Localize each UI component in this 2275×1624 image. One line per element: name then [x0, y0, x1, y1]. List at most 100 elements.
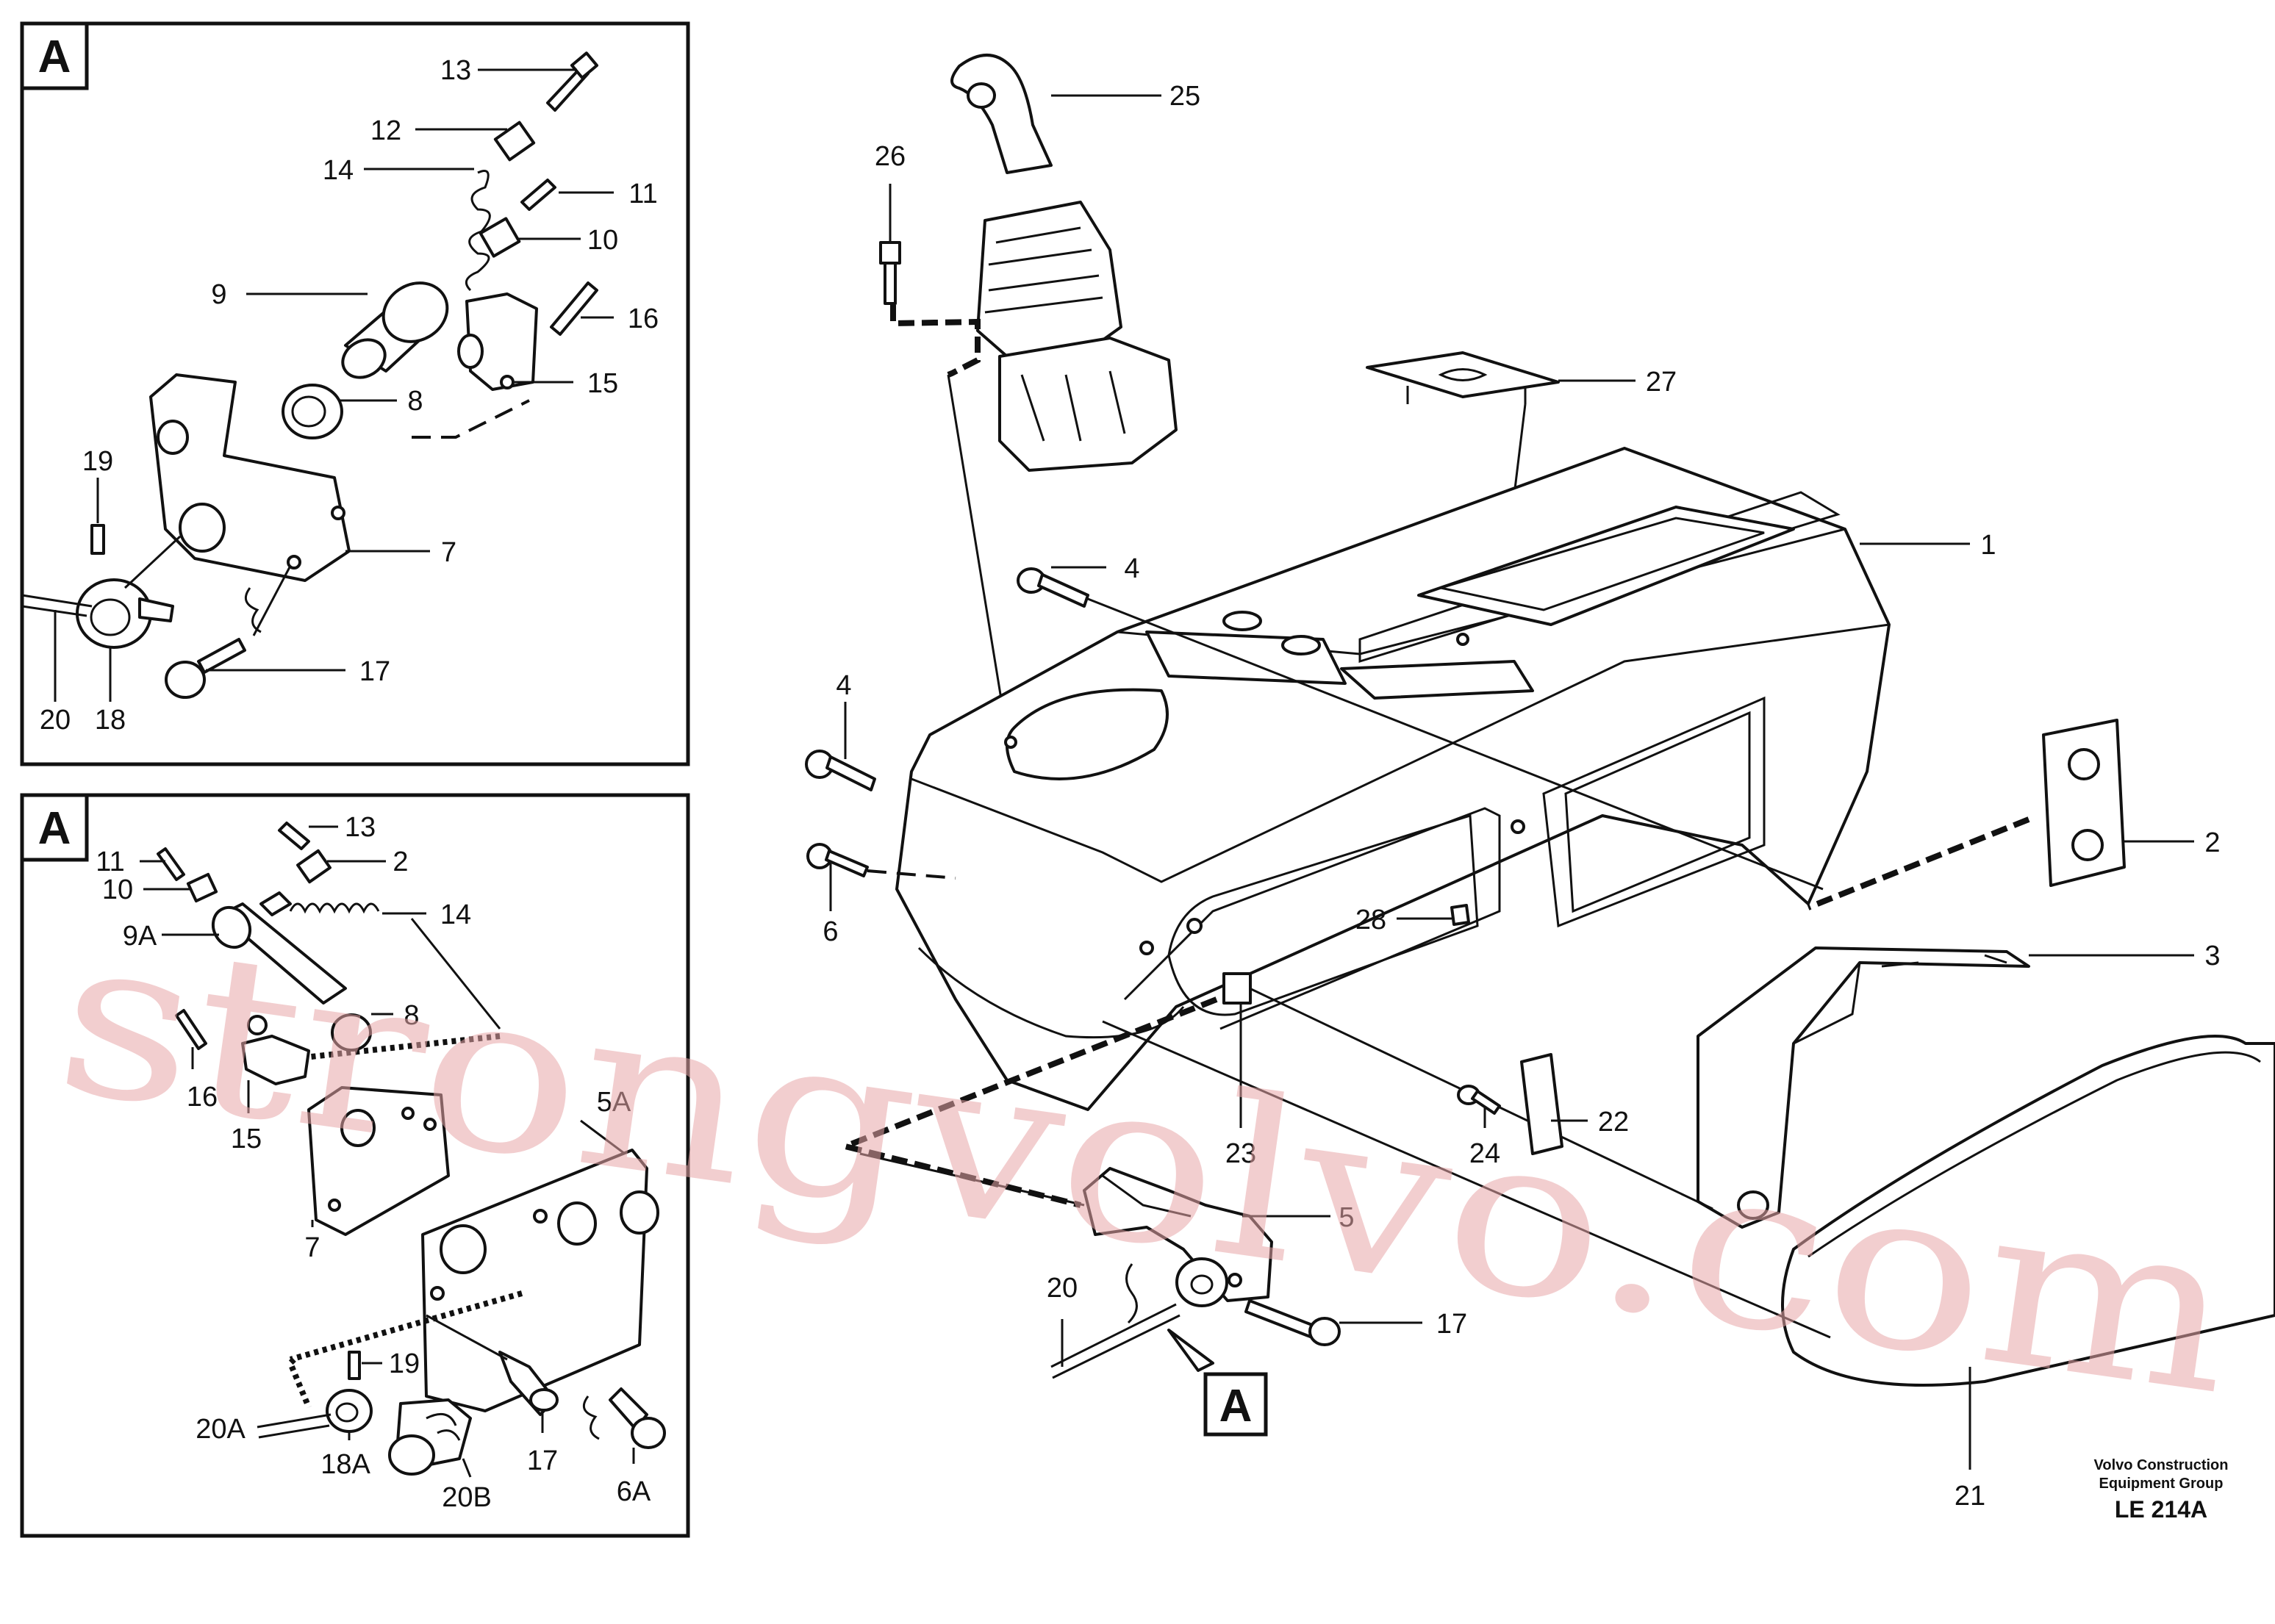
bracket-7-top	[149, 373, 351, 582]
switch-15-bottom	[241, 1015, 310, 1085]
screw-26	[879, 241, 901, 305]
label-17-bottom: 17	[527, 1445, 558, 1476]
dashed-armrest	[835, 996, 1218, 1208]
cushion-21	[1781, 1035, 2275, 1387]
console-1	[895, 447, 1891, 1111]
axis-line-bottom-1	[410, 918, 501, 1030]
label-15-bottom: 15	[231, 1124, 262, 1154]
plate-5A-bottom	[421, 1149, 659, 1412]
label-7-top: 7	[441, 537, 456, 568]
footer-drawing-code: LE 214A	[2115, 1496, 2207, 1523]
label-16-top: 16	[628, 303, 659, 334]
axis-line-joystick	[947, 374, 1008, 736]
label-26: 26	[875, 141, 906, 172]
joystick-25	[950, 54, 1178, 472]
label-13-top: 13	[440, 55, 471, 86]
set-screw-19-bottom	[348, 1351, 361, 1380]
axis-line-5	[859, 1152, 1085, 1207]
detail-frame-bottom: A 13 2 11 10 9A 14 8	[20, 793, 690, 1538]
screw-6A-bottom	[609, 1387, 666, 1449]
label-1: 1	[1980, 530, 1996, 561]
detail-marker-top: A	[38, 32, 71, 82]
label-3: 3	[2204, 941, 2220, 971]
detail-marker-bottom: A	[38, 803, 71, 854]
dashed-26-joystick	[890, 305, 981, 378]
screw-6	[806, 843, 869, 877]
label-25: 25	[1169, 81, 1200, 112]
screw-16-top	[550, 281, 598, 336]
connection-dashed-top	[412, 399, 530, 439]
detail-frame-top: A 13 12 14 11 10 9	[20, 21, 690, 766]
shaft-9A-bottom	[211, 891, 347, 1005]
dotted-line-bottom-3	[287, 1357, 312, 1409]
label-15-top: 15	[587, 368, 618, 399]
label-5A-bottom: 5A	[597, 1087, 631, 1118]
label-21: 21	[1955, 1481, 1985, 1512]
label-20-top: 20	[40, 705, 71, 736]
label-2-bottom: 2	[393, 847, 408, 877]
label-17-top: 17	[359, 656, 390, 687]
label-19-bottom: 19	[389, 1348, 420, 1379]
nut-10-bottom	[186, 872, 218, 903]
label-11-top: 11	[628, 179, 657, 209]
label-18-top: 18	[95, 705, 126, 736]
label-10-bottom: 10	[102, 874, 133, 905]
clip-28	[1450, 904, 1470, 926]
label-14-bottom: 14	[440, 899, 471, 930]
switch-15-top	[457, 292, 538, 391]
bracket-3	[1697, 946, 2030, 1229]
label-12-top: 12	[370, 115, 401, 146]
label-22: 22	[1598, 1107, 1629, 1138]
axis-line-bottom-2	[426, 1314, 508, 1361]
bracket-5	[1083, 1167, 1273, 1324]
label-11-bottom: 11	[96, 847, 124, 877]
screw-11-bottom	[157, 847, 185, 881]
label-2: 2	[2204, 827, 2220, 858]
dotted-line-bottom-1	[297, 1033, 501, 1061]
roller-9-top	[341, 281, 449, 379]
axis-line-armrest	[1102, 1020, 1831, 1339]
label-8-bottom: 8	[404, 1000, 419, 1031]
label-9-top: 9	[211, 279, 226, 310]
spacer-17-bottom	[498, 1351, 559, 1416]
label-23: 23	[1225, 1138, 1256, 1169]
footer-company-line1: Volvo Construction	[2094, 1457, 2229, 1473]
sleeve-12-bottom	[296, 849, 332, 884]
label-18A-bottom: 18A	[320, 1449, 370, 1480]
label-7-bottom: 7	[304, 1232, 320, 1263]
screw-16-bottom	[175, 1009, 207, 1050]
plate-27	[1366, 351, 1560, 404]
screw-17-top	[165, 638, 246, 699]
plate-2	[2042, 719, 2126, 887]
label-14-top: 14	[323, 155, 354, 186]
screw-24	[1457, 1085, 1501, 1115]
label-19-top: 19	[82, 446, 113, 477]
bolt-4-left	[805, 750, 876, 791]
label-4-left: 4	[836, 670, 851, 701]
plate-7-bottom	[307, 1086, 450, 1236]
collar-18A-bottom	[326, 1389, 373, 1433]
footer: Volvo Construction Equipment Group LE 21…	[2094, 1457, 2229, 1523]
footer-company-line2: Equipment Group	[2099, 1476, 2224, 1492]
bushing-8-top	[282, 384, 343, 439]
label-20A-bottom: 20A	[196, 1414, 246, 1445]
label-17: 17	[1436, 1309, 1467, 1340]
label-24: 24	[1469, 1138, 1500, 1169]
bushing-8-bottom	[331, 1013, 372, 1052]
label-10-top: 10	[587, 225, 618, 256]
dashed-6	[867, 869, 956, 880]
label-27: 27	[1646, 367, 1677, 398]
spring-14-bottom	[289, 902, 380, 914]
label-5: 5	[1339, 1202, 1354, 1233]
label-20B-bottom: 20B	[442, 1482, 492, 1513]
rod-20A-bottom	[257, 1413, 332, 1439]
nut-23	[1222, 972, 1252, 1005]
detail-marker-main: A	[1219, 1381, 1253, 1431]
bolt-4-top	[1017, 567, 1089, 608]
detail-arrow	[1167, 1329, 1214, 1372]
axis-line-4-top	[1087, 597, 1824, 891]
sleeve-12-top	[493, 121, 536, 162]
label-6: 6	[823, 916, 838, 947]
